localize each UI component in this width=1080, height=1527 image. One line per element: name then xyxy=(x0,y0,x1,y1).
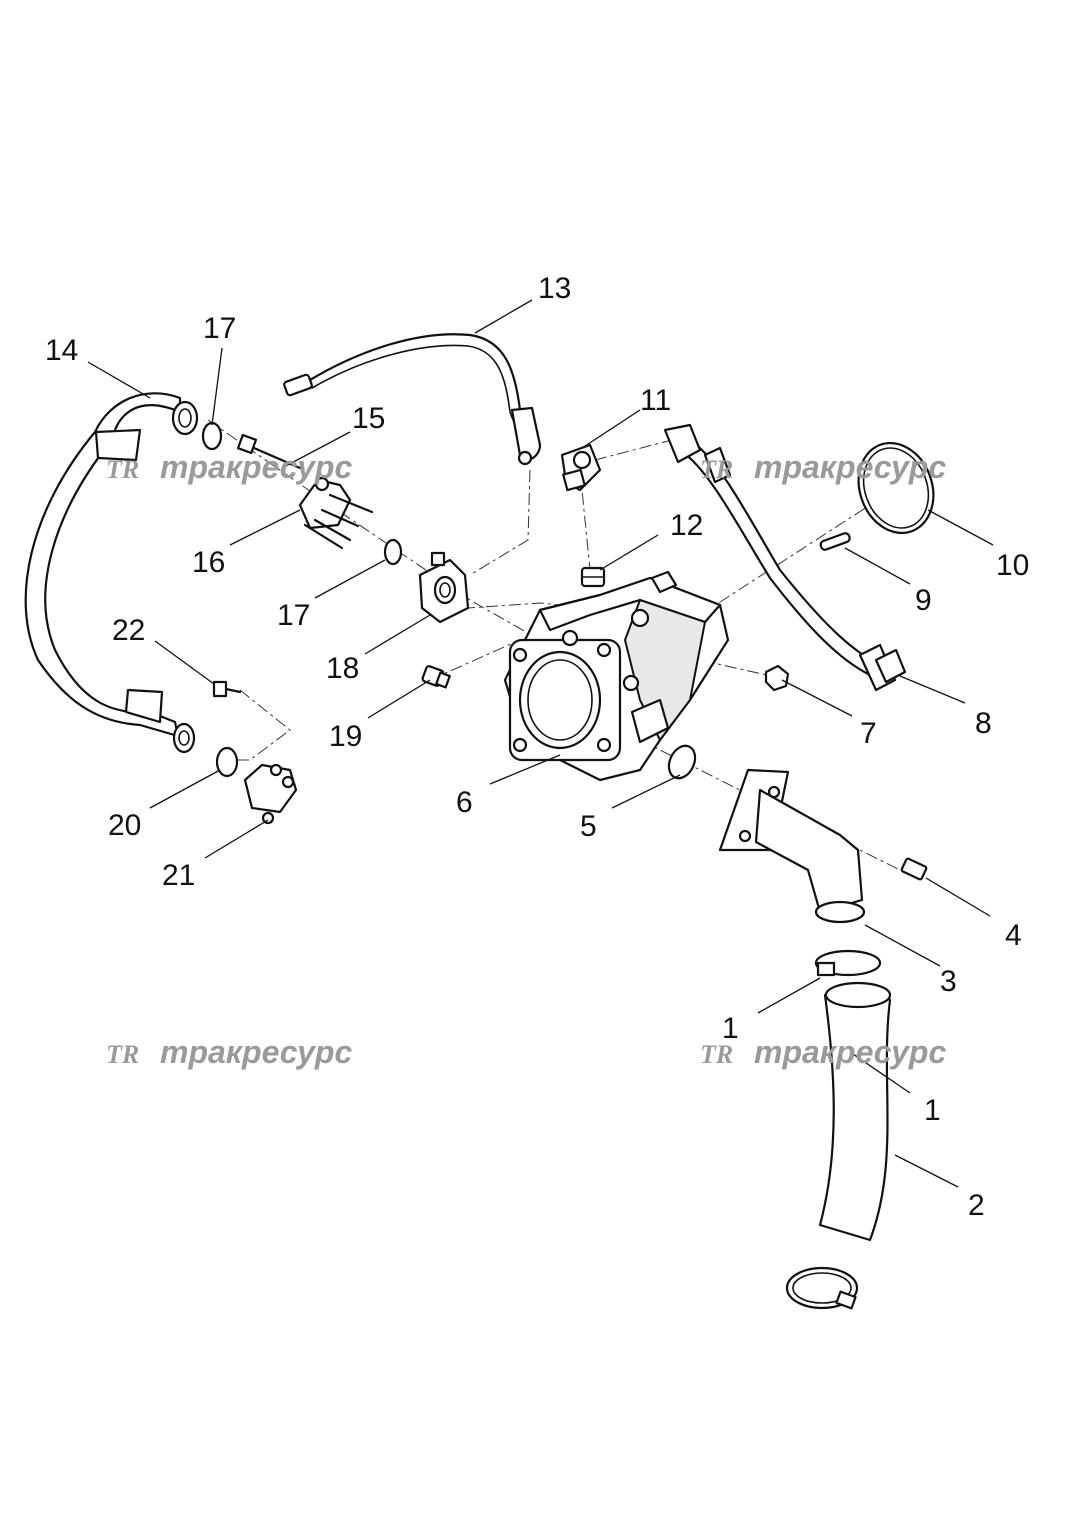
adapter-18 xyxy=(418,551,470,624)
callout-9: 9 xyxy=(915,584,932,617)
pin-9 xyxy=(819,532,851,551)
callout-19: 19 xyxy=(329,720,362,753)
plug-12 xyxy=(580,566,606,588)
flange-21 xyxy=(243,763,298,825)
fitting-19 xyxy=(421,665,451,689)
callout-2: 2 xyxy=(968,1189,985,1222)
nut-7 xyxy=(764,664,790,692)
callout-4: 4 xyxy=(1005,919,1022,952)
clamp-1-bottom xyxy=(785,1266,859,1310)
o-ring-10 xyxy=(857,441,935,535)
callouts: 1 1 2 3 4 5 6 7 8 9 10 11 12 13 14 15 16… xyxy=(45,272,1029,1222)
bolt-4 xyxy=(900,857,928,881)
elbow-pipe-3 xyxy=(718,768,866,924)
callout-5: 5 xyxy=(580,810,597,843)
bolts-15 xyxy=(236,433,302,470)
callout-14: 14 xyxy=(45,334,78,367)
elbow-11 xyxy=(560,443,602,492)
callout-21: 21 xyxy=(162,859,195,892)
watermark-text: тракресурс xyxy=(754,1034,946,1070)
hose-8 xyxy=(663,423,907,692)
callout-7: 7 xyxy=(860,717,877,750)
callout-13: 13 xyxy=(538,272,571,305)
o-ring-17-top xyxy=(201,421,223,451)
hose-14 xyxy=(24,392,199,754)
pump-6 xyxy=(503,570,730,782)
callout-1-top: 1 xyxy=(722,1012,739,1045)
leader-lines xyxy=(87,299,994,1188)
callout-11: 11 xyxy=(640,384,671,417)
watermark-text: тракресурс xyxy=(160,449,352,485)
o-ring-17-mid xyxy=(383,538,403,566)
callout-6: 6 xyxy=(456,786,473,819)
watermark-text: тракресурс xyxy=(160,1034,352,1070)
callout-8: 8 xyxy=(975,707,992,740)
callout-18: 18 xyxy=(326,652,359,685)
watermark-logo: TR xyxy=(106,1040,139,1069)
watermark-top-right: TR тракресурс xyxy=(700,449,946,485)
o-ring-20 xyxy=(215,746,239,778)
callout-22: 22 xyxy=(112,614,145,647)
callout-3: 3 xyxy=(940,965,957,998)
callout-16: 16 xyxy=(192,546,225,579)
callout-20: 20 xyxy=(108,809,141,842)
watermark-text: тракресурс xyxy=(754,449,946,485)
callout-1-bottom: 1 xyxy=(924,1094,941,1127)
bolt-22 xyxy=(212,680,242,698)
watermark-logo: TR xyxy=(700,1040,733,1069)
watermark-bottom-right: TR тракресурс xyxy=(700,1034,946,1070)
callout-12: 12 xyxy=(670,509,703,542)
clamp-1-top xyxy=(814,949,882,977)
watermark-bottom-left: TR тракресурс xyxy=(106,1034,352,1070)
callout-15: 15 xyxy=(352,402,385,435)
flange-16 xyxy=(298,476,374,550)
callout-17-mid: 17 xyxy=(277,599,310,632)
callout-17-top: 17 xyxy=(203,312,236,345)
watermark-logo: TR xyxy=(700,455,733,484)
hose-13 xyxy=(283,333,542,466)
o-ring-5 xyxy=(667,744,697,780)
watermark-logo: TR xyxy=(106,455,139,484)
hose-2 xyxy=(818,981,892,1242)
callout-10: 10 xyxy=(996,549,1029,582)
watermark-top-left: TR тракресурс xyxy=(106,449,352,485)
